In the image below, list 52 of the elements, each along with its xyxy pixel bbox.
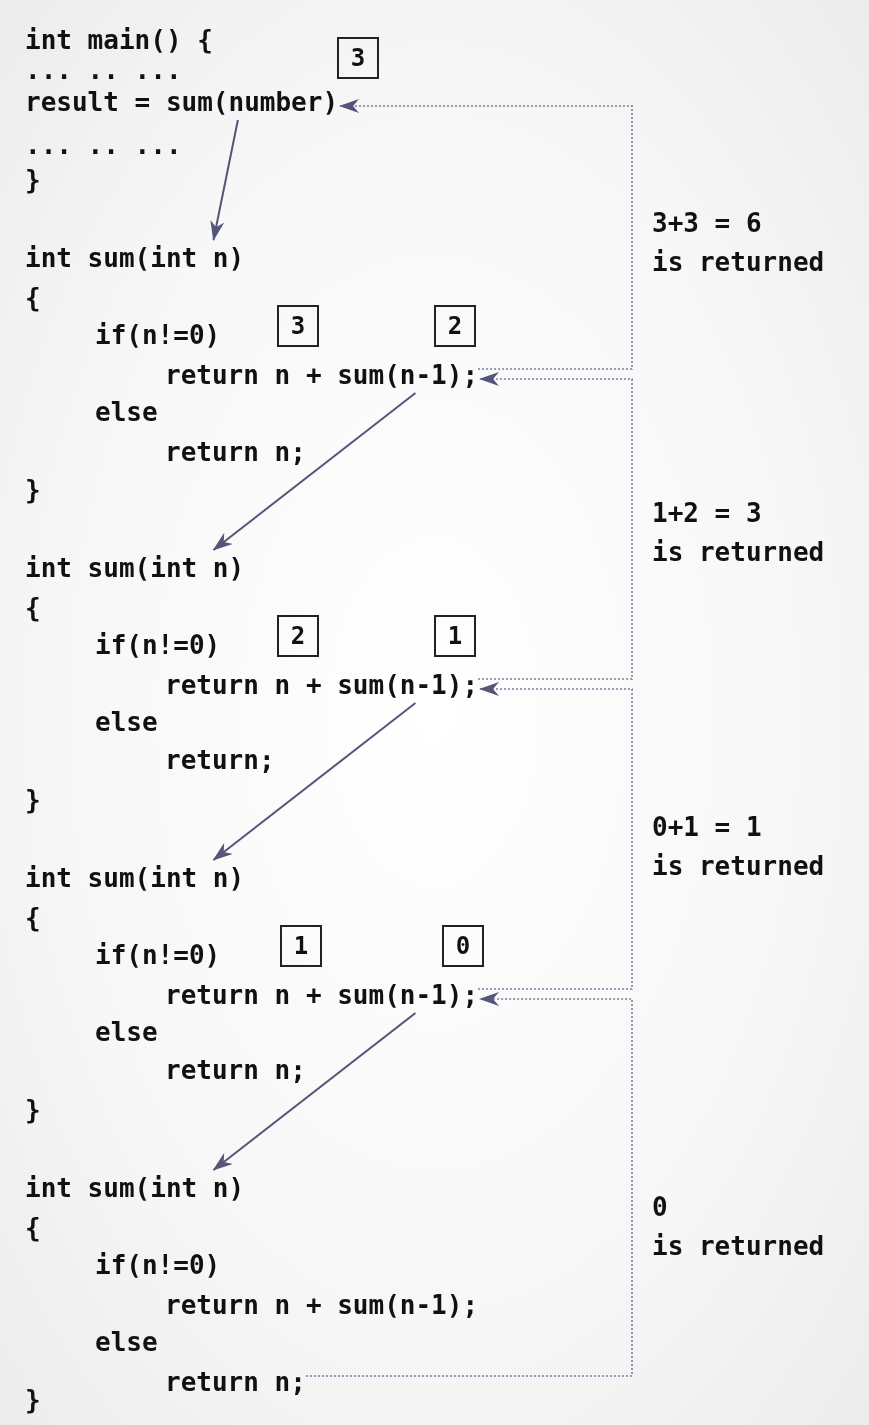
edge-label: 3+3 = 6 is returned <box>652 207 825 279</box>
value-box: 1 <box>280 925 322 967</box>
code-line: if(n!=0) <box>95 319 221 352</box>
code-line: int main() { <box>25 24 213 57</box>
value-box: 2 <box>277 615 319 657</box>
value-box: 3 <box>277 305 319 347</box>
code-line: return n; <box>165 1054 306 1087</box>
code-line: return n + sum(n-1); <box>165 977 479 1013</box>
arrow <box>210 119 239 241</box>
code-line: { <box>25 592 41 625</box>
code-line: else <box>95 1326 158 1359</box>
arrow <box>212 702 417 861</box>
value-box: 2 <box>434 305 476 347</box>
code-line: ... .. ... <box>25 129 182 162</box>
code-line: } <box>25 164 41 197</box>
code-line: } <box>25 784 41 817</box>
code-line: else <box>95 396 158 429</box>
code-line: if(n!=0) <box>95 629 221 662</box>
edge-label: 0 is returned <box>652 1191 825 1263</box>
arrow <box>212 392 417 551</box>
code-line: result = sum(number) <box>25 84 339 120</box>
code-line: return n + sum(n-1); <box>165 667 479 703</box>
code-line: int sum(int n) <box>25 240 245 276</box>
edge-label: 0+1 = 1 is returned <box>652 811 825 883</box>
arrow <box>212 1012 417 1171</box>
code-line: int sum(int n) <box>25 1170 245 1206</box>
edge-label: 1+2 = 3 is returned <box>652 497 825 569</box>
code-line: } <box>25 1094 41 1127</box>
value-box: 0 <box>442 925 484 967</box>
code-line: if(n!=0) <box>95 1249 221 1282</box>
code-line: { <box>25 902 41 935</box>
code-line: int sum(int n) <box>25 550 245 586</box>
dotted-arrow <box>305 992 633 1377</box>
code-line: { <box>25 282 41 315</box>
code-line: if(n!=0) <box>95 939 221 972</box>
code-line: { <box>25 1212 41 1245</box>
code-line: } <box>25 1384 41 1417</box>
code-line: int sum(int n) <box>25 860 245 896</box>
dotted-arrow <box>477 682 633 990</box>
code-line: ... .. ... <box>25 54 182 87</box>
code-line: else <box>95 706 158 739</box>
code-line: return n; <box>165 436 306 469</box>
code-line: return n + sum(n-1); <box>165 1289 479 1322</box>
dotted-arrow <box>339 99 633 370</box>
code-line: else <box>95 1016 158 1049</box>
value-box: 3 <box>337 37 379 79</box>
dotted-arrow <box>477 372 633 680</box>
code-line: } <box>25 474 41 507</box>
code-line: return; <box>165 744 275 777</box>
code-line: return n + sum(n-1); <box>165 357 479 393</box>
value-box: 1 <box>434 615 476 657</box>
code-line: return n; <box>165 1364 306 1400</box>
